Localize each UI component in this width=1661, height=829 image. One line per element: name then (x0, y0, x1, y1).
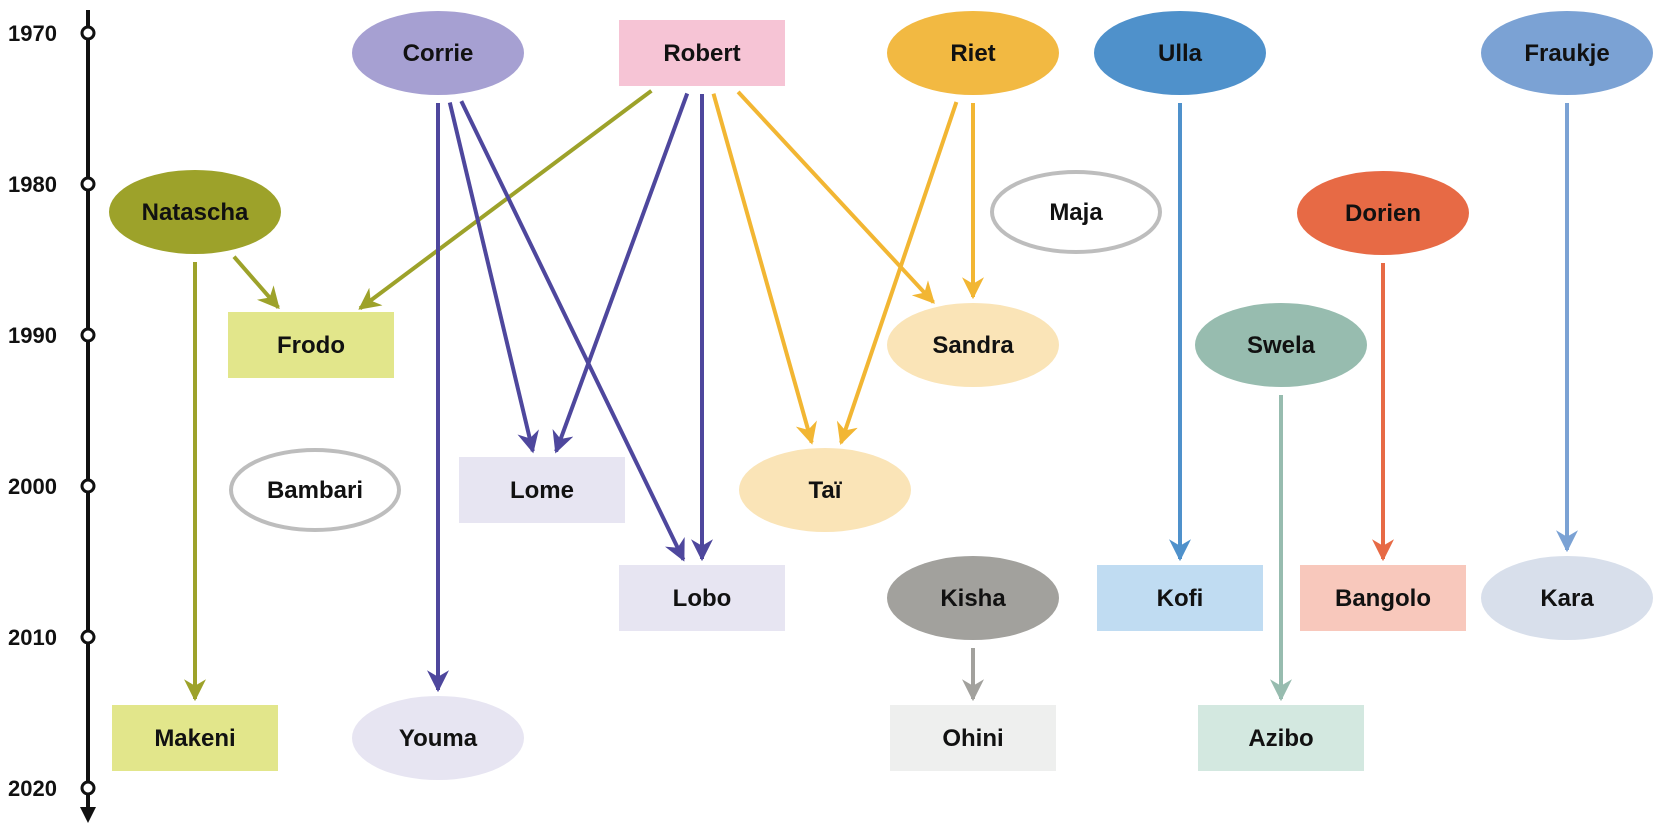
timeline-tick-marker (80, 176, 96, 192)
year-label-1970: 1970 (8, 21, 57, 46)
node-swela: Swela (1195, 303, 1367, 387)
edges-layer (184, 89, 1578, 702)
node-box (619, 565, 785, 631)
node-ellipse (352, 696, 524, 780)
node-ellipse (990, 170, 1162, 254)
node-label: Swela (1247, 332, 1316, 359)
node-azibo: Azibo (1198, 705, 1364, 771)
node-label: Taï (809, 477, 843, 504)
node-lome: Lome (459, 457, 625, 523)
timeline-tick-marker (80, 780, 96, 796)
node-kisha: Kisha (887, 556, 1059, 640)
node-sandra: Sandra (887, 303, 1059, 387)
node-ellipse (739, 448, 911, 532)
timeline-tick-marker (80, 478, 96, 494)
node-label: Azibo (1248, 725, 1313, 752)
timeline-tick-1990: 1990 (8, 323, 96, 348)
node-box (619, 20, 785, 86)
node-corrie: Corrie (352, 11, 524, 95)
node-tai: Taï (739, 448, 911, 532)
node-label: Makeni (154, 725, 235, 752)
node-label: Bangolo (1335, 585, 1431, 612)
edge-robert-to-lome (552, 92, 690, 454)
edge-corrie-to-lobo (459, 100, 686, 562)
node-ulla: Ulla (1094, 11, 1266, 95)
edge-riet-to-tai (836, 101, 959, 445)
edge-robert-to-sandra (736, 90, 935, 304)
timeline-tick-1980: 1980 (8, 172, 96, 197)
node-kara: Kara (1481, 556, 1653, 640)
node-ellipse (109, 170, 281, 254)
node-label: Dorien (1345, 200, 1421, 227)
timeline-axis: 1970 1980 1990 2000 2010 2020 (8, 10, 96, 823)
node-label: Kara (1540, 585, 1594, 612)
node-ohini: Ohini (890, 705, 1056, 771)
node-label: Fraukje (1524, 40, 1609, 67)
node-youma: Youma (352, 696, 524, 780)
node-box (112, 705, 278, 771)
node-box (1300, 565, 1466, 631)
node-ellipse (352, 11, 524, 95)
edge-robert-to-tai (711, 93, 817, 445)
node-label: Natascha (142, 199, 249, 226)
node-ellipse (229, 448, 401, 532)
node-frodo: Frodo (228, 312, 394, 378)
node-ellipse (1481, 556, 1653, 640)
node-ellipse (887, 11, 1059, 95)
year-label-2010: 2010 (8, 625, 57, 650)
node-box (1198, 705, 1364, 771)
node-natascha: Natascha (109, 170, 281, 254)
year-label-2000: 2000 (8, 474, 57, 499)
node-label: Riet (950, 40, 995, 67)
timeline-tick-2000: 2000 (8, 474, 96, 499)
timeline-tick-1970: 1970 (8, 21, 96, 46)
node-label: Corrie (403, 40, 474, 67)
node-label: Lome (510, 477, 574, 504)
node-riet: Riet (887, 11, 1059, 95)
node-box (459, 457, 625, 523)
year-label-2020: 2020 (8, 776, 57, 801)
timeline-tick-2020: 2020 (8, 776, 96, 801)
node-label: Maja (1049, 199, 1103, 226)
node-label: Robert (663, 40, 740, 67)
year-label-1980: 1980 (8, 172, 57, 197)
edge-robert-to-frodo (358, 89, 653, 311)
node-label: Sandra (932, 332, 1014, 359)
node-box (228, 312, 394, 378)
edge-corrie-to-lome (447, 102, 539, 454)
edge-natascha-to-frodo (232, 255, 280, 310)
timeline-tick-marker (80, 629, 96, 645)
timeline-tick-marker (80, 327, 96, 343)
node-kofi: Kofi (1097, 565, 1263, 631)
node-robert: Robert (619, 20, 785, 86)
node-label: Ohini (942, 725, 1003, 752)
node-label: Frodo (277, 332, 345, 359)
node-makeni: Makeni (112, 705, 278, 771)
node-label: Kofi (1157, 585, 1204, 612)
node-ellipse (1195, 303, 1367, 387)
year-label-1990: 1990 (8, 323, 57, 348)
node-fraukje: Fraukje (1481, 11, 1653, 95)
timeline-tick-marker (80, 25, 96, 41)
node-label: Lobo (673, 585, 732, 612)
node-ellipse (1094, 11, 1266, 95)
node-lobo: Lobo (619, 565, 785, 631)
node-ellipse (1297, 171, 1469, 255)
timeline-tick-2010: 2010 (8, 625, 96, 650)
node-bangolo: Bangolo (1300, 565, 1466, 631)
node-maja: Maja (990, 170, 1162, 254)
node-ellipse (887, 303, 1059, 387)
node-box (1097, 565, 1263, 631)
node-label: Bambari (267, 477, 363, 504)
node-label: Kisha (940, 585, 1006, 612)
node-ellipse (1481, 11, 1653, 95)
node-label: Ulla (1158, 40, 1203, 67)
node-bambari: Bambari (229, 448, 401, 532)
node-ellipse (887, 556, 1059, 640)
node-label: Youma (399, 725, 478, 752)
node-dorien: Dorien (1297, 171, 1469, 255)
node-box (890, 705, 1056, 771)
